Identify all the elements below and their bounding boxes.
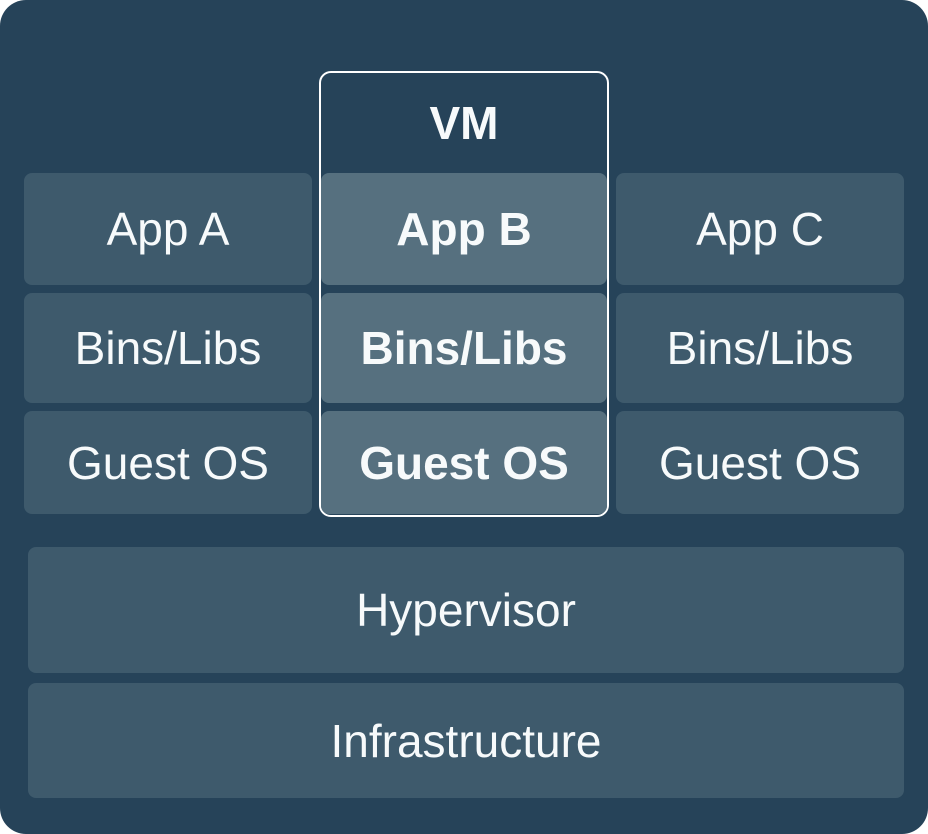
box-bins-libs-c: Bins/Libs: [616, 293, 904, 403]
vm-title: VM: [429, 97, 499, 149]
box-app-c: App C: [616, 173, 904, 285]
vm-container: VM App B Bins/Libs Guest OS: [319, 71, 609, 517]
vm-cells: App B Bins/Libs Guest OS: [321, 173, 607, 514]
box-guest-os-a: Guest OS: [24, 411, 312, 514]
box-guest-os-c: Guest OS: [616, 411, 904, 514]
box-app-a: App A: [24, 173, 312, 285]
hypervisor-box: Hypervisor: [28, 547, 904, 673]
box-app-b: App B: [321, 173, 607, 285]
box-bins-libs-a: Bins/Libs: [24, 293, 312, 403]
infrastructure-box: Infrastructure: [28, 683, 904, 798]
column-stack-c: App C Bins/Libs Guest OS: [616, 173, 904, 514]
column-stack-a: App A Bins/Libs Guest OS: [24, 173, 312, 514]
box-guest-os-vm: Guest OS: [321, 411, 607, 514]
box-bins-libs-vm: Bins/Libs: [321, 293, 607, 403]
